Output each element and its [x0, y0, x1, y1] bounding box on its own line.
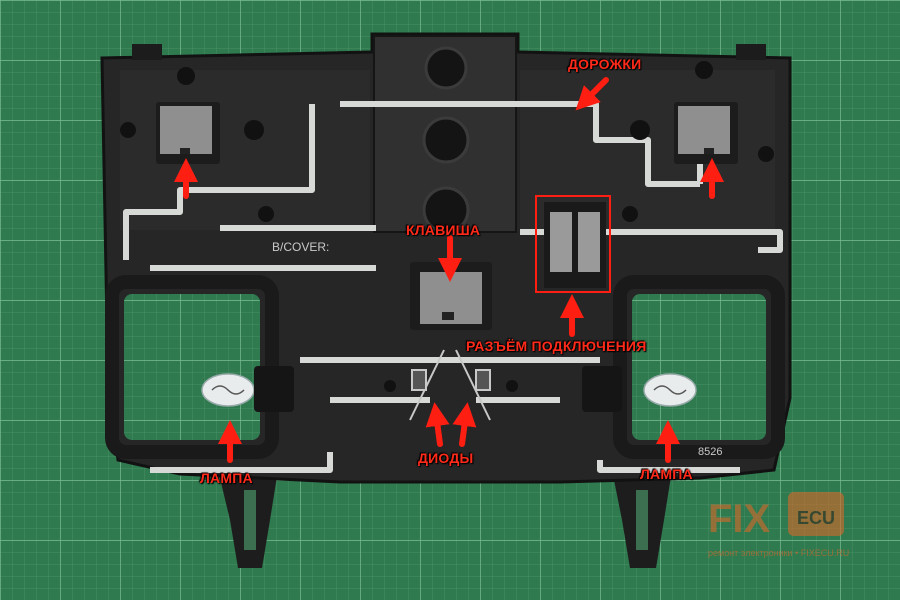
arrow-diagonal-icon [575, 77, 609, 111]
bulb-icon [201, 366, 294, 412]
label-tracks: ДОРОЖКИ [568, 56, 642, 72]
svg-text:FIX: FIX [708, 497, 771, 541]
connector-icon [544, 202, 606, 288]
label-key: КЛАВИША [406, 222, 481, 238]
connector-highlight-box [535, 195, 611, 293]
mount-tab-left-slot [244, 490, 256, 550]
fixecu-watermark-logo: FIX ECU ремонт электроники • FIXECU.RU [708, 492, 849, 558]
lamp-frame-right [613, 275, 785, 459]
socket-hole [424, 46, 468, 90]
top-clip [736, 44, 766, 60]
top-clip [132, 44, 162, 60]
diode-icon [409, 349, 491, 421]
label-connector: РАЗЪЁМ ПОДКЛЮЧЕНИЯ [466, 338, 647, 354]
cover-stamp: B/COVER: [272, 240, 330, 254]
switch-icon [156, 102, 220, 164]
lamp-frame-left [105, 275, 279, 459]
socket-hole [422, 116, 470, 164]
bulb-icon [582, 366, 697, 412]
svg-text:ECU: ECU [797, 508, 835, 528]
label-lamp-left: ЛАМПА [200, 470, 253, 486]
socket-hole [422, 186, 470, 234]
switch-icon [410, 262, 492, 330]
arrow-up-icon [452, 402, 477, 447]
mount-tab-right-slot [636, 490, 648, 550]
part-number-stamp: 8526 [698, 446, 723, 458]
label-diodes: ДИОДЫ [418, 450, 474, 466]
svg-text:ремонт электроники • FIXECU.RU: ремонт электроники • FIXECU.RU [708, 548, 849, 558]
annotation-arrows [174, 77, 724, 463]
label-lamp-right: ЛАМПА [640, 466, 693, 482]
mounting-holes [120, 61, 774, 392]
arrow-up-icon [425, 402, 450, 447]
switch-icon [674, 102, 738, 164]
copper-tracks [123, 101, 783, 473]
